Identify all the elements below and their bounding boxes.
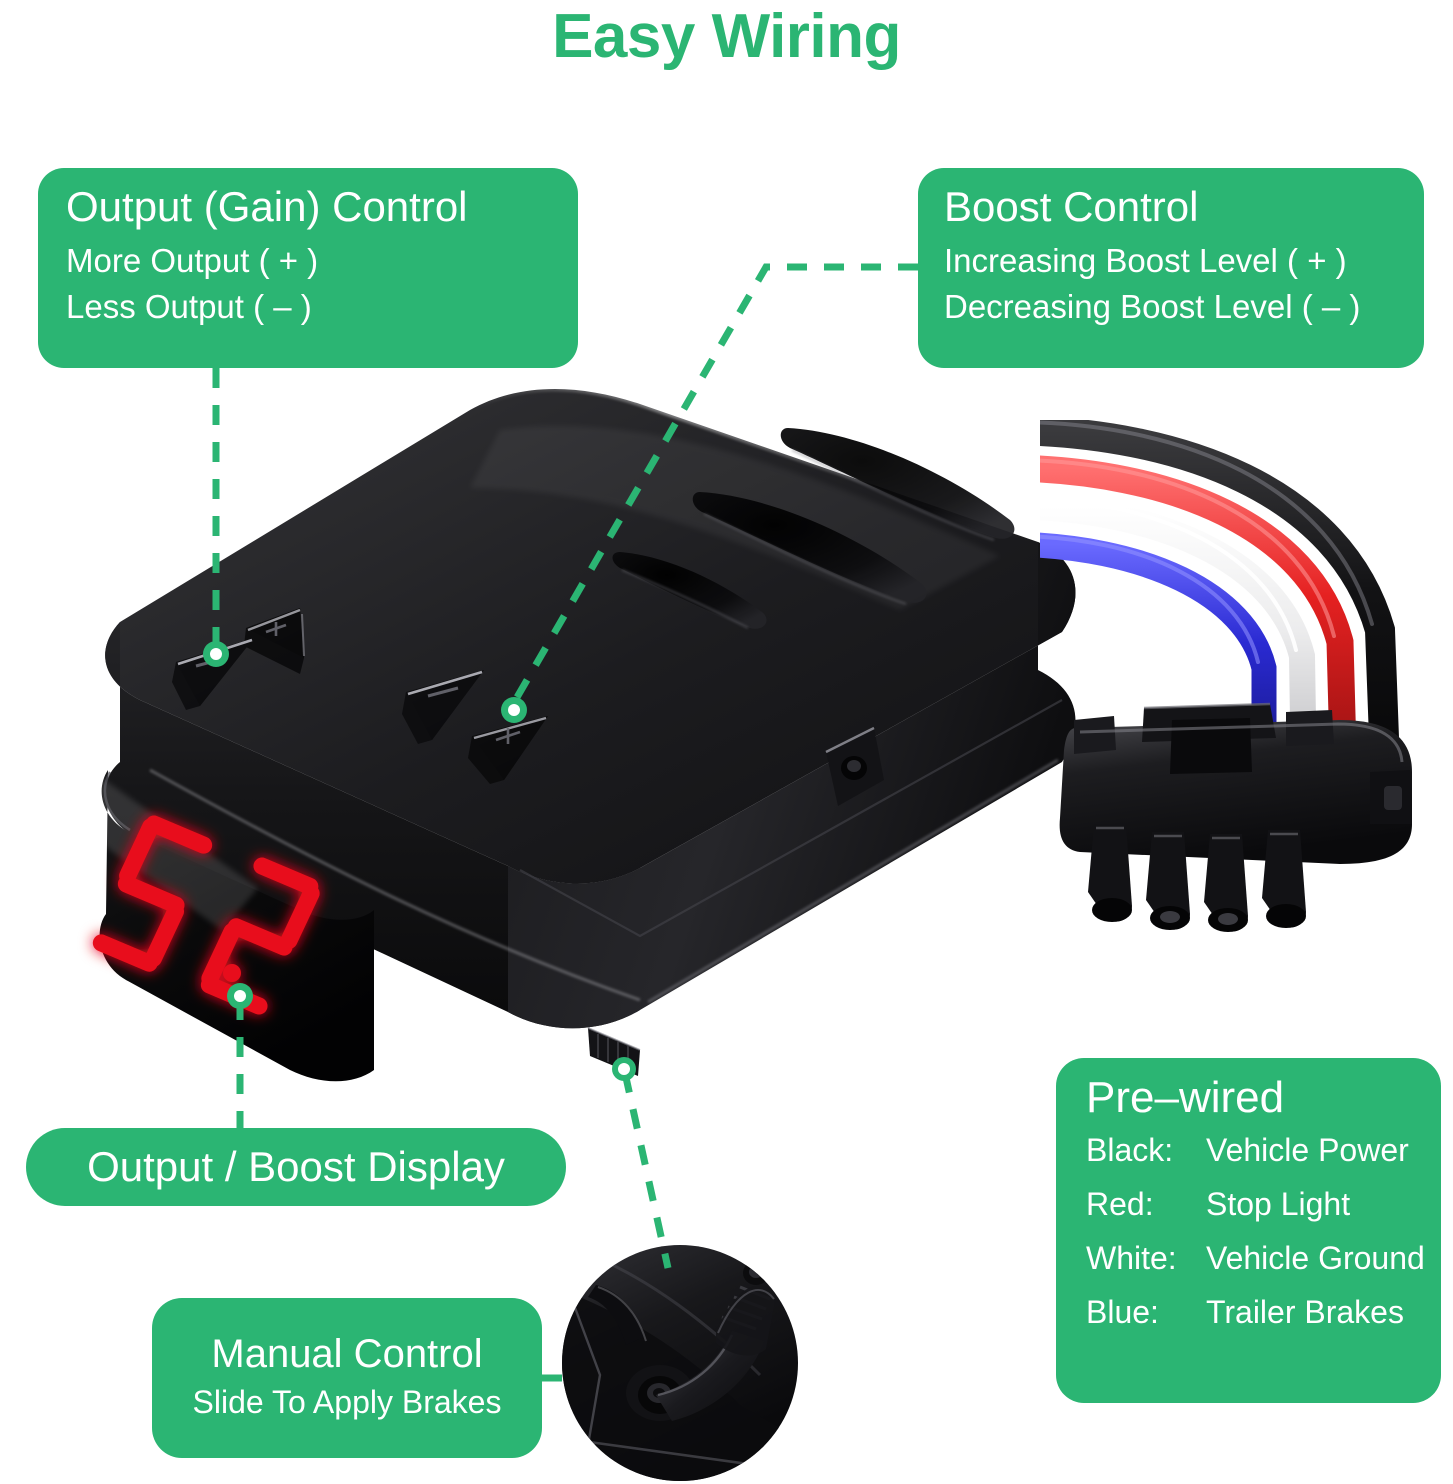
boost-button-pair	[402, 670, 548, 784]
callout-gain-line2: Less Output ( – )	[66, 288, 312, 326]
wire-harness-illustration	[1040, 420, 1412, 932]
page-title: Easy Wiring	[552, 2, 901, 71]
wire-row-red: Red: Stop Light	[1086, 1188, 1441, 1220]
wire-row-black: Black: Vehicle Power	[1086, 1134, 1441, 1166]
weather-pack-connector	[1059, 702, 1412, 864]
callout-output-boost-display: Output / Boost Display	[26, 1128, 566, 1206]
side-mount-screw	[825, 726, 884, 806]
callout-boost-line2: Decreasing Boost Level ( – )	[944, 288, 1361, 326]
manual-control-inset	[562, 1245, 798, 1481]
wire-name-red: Red:	[1086, 1185, 1154, 1222]
wire-function-red: Stop Light	[1206, 1185, 1351, 1222]
wire-name-blue: Blue:	[1086, 1293, 1159, 1330]
callout-manual-heading: Manual Control	[211, 1331, 483, 1376]
gain-button-pair	[172, 608, 305, 710]
callout-manual-control: Manual Control Slide To Apply Brakes	[152, 1298, 542, 1458]
gain-plus-button	[244, 608, 305, 674]
wire-function-black: Vehicle Power	[1206, 1131, 1409, 1168]
boost-minus-button	[402, 670, 484, 744]
connector-terminals	[1088, 824, 1306, 932]
callout-prewired: Pre–wired Black: Vehicle Power Red: Stop…	[1056, 1058, 1441, 1403]
callout-gain-control: Output (Gain) Control More Output ( + ) …	[38, 168, 578, 368]
led-digits	[92, 815, 320, 1015]
callout-boost-heading: Boost Control	[944, 183, 1199, 230]
callout-prewired-heading: Pre–wired	[1086, 1073, 1285, 1122]
callout-boost-line1: Increasing Boost Level ( + )	[944, 241, 1347, 279]
wire-function-white: Vehicle Ground	[1206, 1239, 1425, 1276]
wire-name-black: Black:	[1086, 1131, 1174, 1168]
wire-row-white: White: Vehicle Ground	[1086, 1242, 1441, 1274]
callout-gain-line1: More Output ( + )	[66, 241, 319, 279]
bottom-slide-lever-nub	[587, 1027, 641, 1076]
wire-row-blue: Blue: Trailer Brakes	[1086, 1296, 1441, 1328]
callout-manual-line1: Slide To Apply Brakes	[192, 1383, 502, 1420]
callout-display-heading: Output / Boost Display	[87, 1143, 505, 1191]
callout-gain-heading: Output (Gain) Control	[66, 183, 468, 230]
wire-function-blue: Trailer Brakes	[1206, 1293, 1404, 1330]
wire-name-white: White:	[1086, 1239, 1177, 1276]
boost-plus-button	[468, 716, 548, 784]
callout-boost-control: Boost Control Increasing Boost Level ( +…	[918, 168, 1424, 368]
